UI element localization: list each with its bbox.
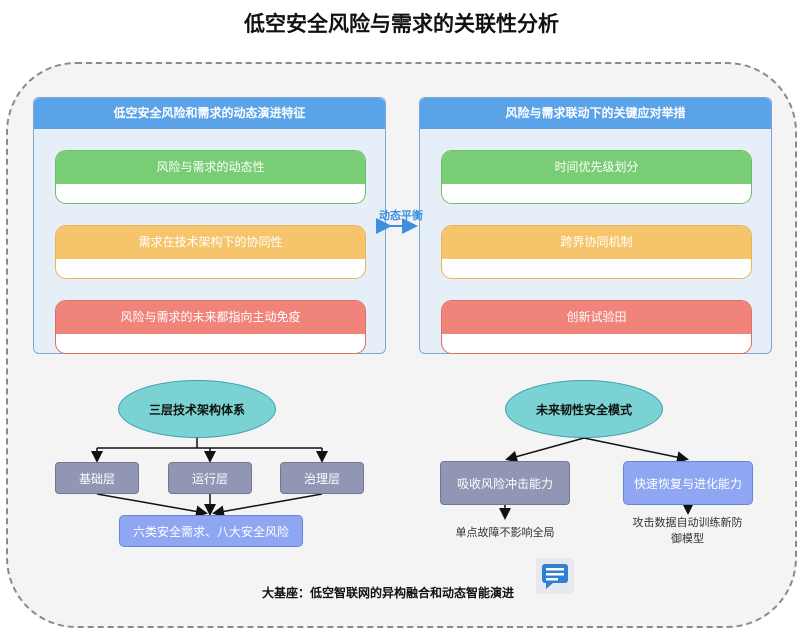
absorb-note: 单点故障不影响全局	[455, 526, 555, 539]
resilient-security-node: 未来韧性安全模式	[505, 380, 663, 438]
feature-card-immunity: 风险与需求的未来都指向主动免疫	[55, 300, 366, 354]
card-label: 需求在技术架构下的协同性	[56, 226, 365, 259]
measure-card-collaboration: 跨界协同机制	[441, 225, 752, 279]
card-label: 跨界协同机制	[442, 226, 751, 259]
balance-label: 动态平衡	[379, 209, 423, 222]
foundation-label: 大基座：低空智联网的异构融合和动态智能演进	[262, 586, 515, 600]
feature-card-synergy: 需求在技术架构下的协同性	[55, 225, 366, 279]
card-label: 创新试验田	[442, 301, 751, 334]
chat-bubble-icon[interactable]	[536, 558, 574, 594]
measure-card-priority: 时间优先级划分	[441, 150, 752, 204]
governance-layer-box: 治理层	[280, 462, 364, 494]
needs-and-risks-box: 六类安全需求、八大安全风险	[119, 515, 303, 547]
panel-header: 风险与需求联动下的关键应对举措	[420, 98, 771, 129]
card-label: 风险与需求的未来都指向主动免疫	[56, 301, 365, 334]
recovery-note: 攻击数据自动训练新防 御模型	[615, 515, 760, 547]
page-title: 低空安全风险与需求的关联性分析	[244, 12, 559, 36]
evolution-features-panel: 低空安全风险和需求的动态演进特征 风险与需求的动态性 需求在技术架构下的协同性 …	[33, 97, 386, 354]
measure-card-testbed: 创新试验田	[441, 300, 752, 354]
recovery-note-line: 攻击数据自动训练新防	[632, 516, 743, 529]
operation-layer-box: 运行层	[168, 462, 252, 494]
card-label: 风险与需求的动态性	[56, 151, 365, 184]
card-label: 时间优先级划分	[442, 151, 751, 184]
absorb-risk-box: 吸收风险冲击能力	[440, 461, 570, 505]
panel-header: 低空安全风险和需求的动态演进特征	[34, 98, 385, 129]
key-measures-panel: 风险与需求联动下的关键应对举措 时间优先级划分 跨界协同机制 创新试验田	[419, 97, 772, 354]
three-layer-architecture-node: 三层技术架构体系	[118, 380, 276, 438]
base-layer-box: 基础层	[55, 462, 139, 494]
fast-recovery-box: 快速恢复与进化能力	[623, 461, 753, 505]
feature-card-dynamic: 风险与需求的动态性	[55, 150, 366, 204]
recovery-note-line: 御模型	[671, 532, 704, 545]
